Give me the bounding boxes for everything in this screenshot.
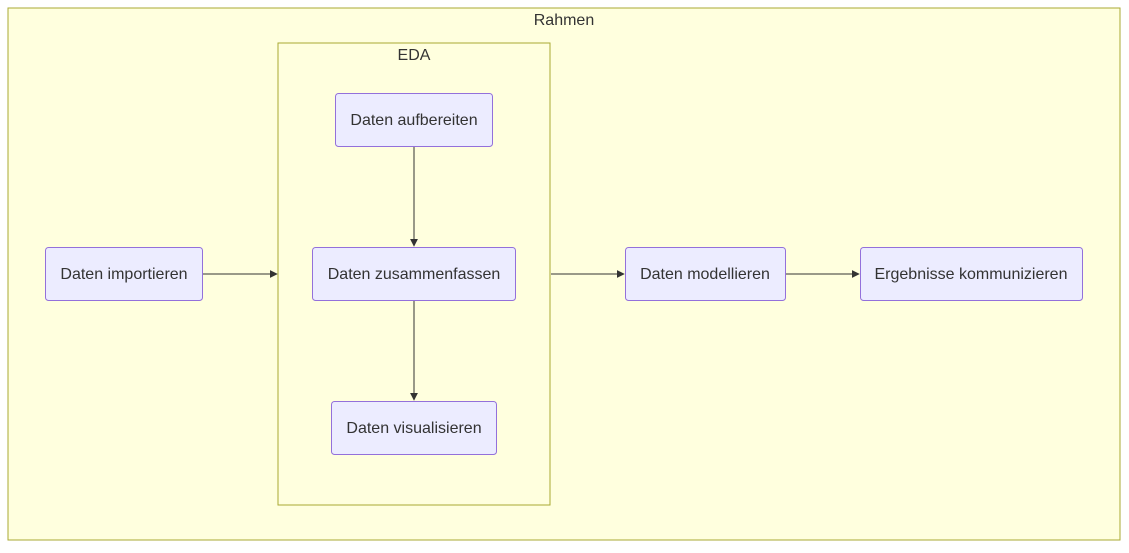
node-prepare-label: Daten aufbereiten: [350, 112, 477, 129]
node-prepare-box[interactable]: [335, 93, 493, 147]
node-import-box[interactable]: [45, 247, 203, 301]
node-prepare[interactable]: Daten aufbereiten: [335, 93, 493, 147]
node-import-label: Daten importieren: [60, 266, 187, 283]
node-communicate-label: Ergebnisse kommunizieren: [875, 266, 1068, 283]
node-visualize-label: Daten visualisieren: [346, 420, 481, 437]
node-model[interactable]: Daten modellieren: [625, 247, 786, 301]
node-summarize-box[interactable]: [312, 247, 516, 301]
edges: [203, 147, 860, 401]
node-import[interactable]: Daten importieren: [45, 247, 203, 301]
subgraph-rahmen-title: Rahmen: [534, 12, 594, 29]
node-communicate[interactable]: Ergebnisse kommunizieren: [860, 247, 1083, 301]
node-communicate-box[interactable]: [860, 247, 1083, 301]
subgraph-eda-title: EDA: [398, 47, 431, 64]
node-model-label: Daten modellieren: [640, 266, 770, 283]
node-summarize[interactable]: Daten zusammenfassen: [312, 247, 516, 301]
node-model-box[interactable]: [625, 247, 786, 301]
node-visualize[interactable]: Daten visualisieren: [331, 401, 497, 455]
node-visualize-box[interactable]: [331, 401, 497, 455]
node-summarize-label: Daten zusammenfassen: [328, 266, 501, 283]
